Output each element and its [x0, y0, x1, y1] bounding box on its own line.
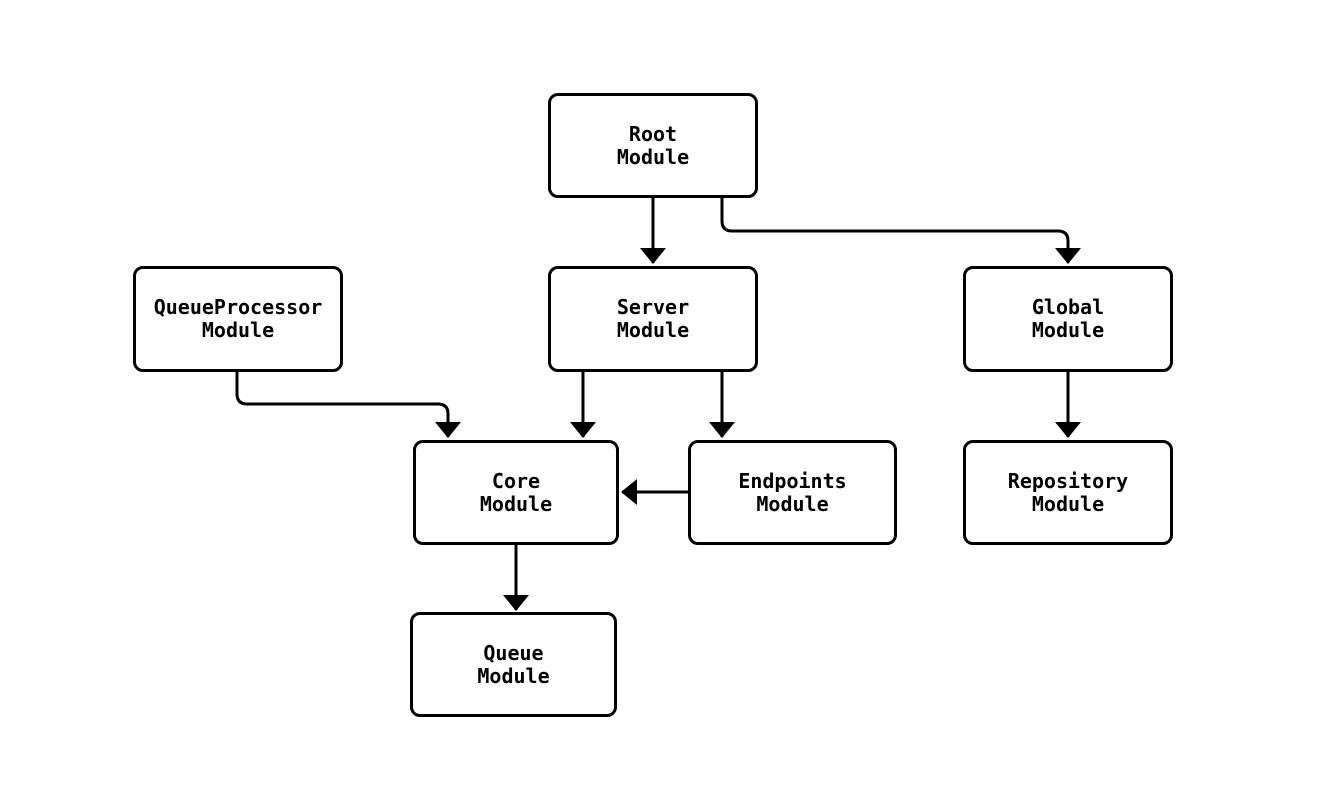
node-core-module: Core Module	[413, 440, 619, 545]
node-global-module-label: Global Module	[1031, 295, 1105, 342]
node-queue-module-label: Queue Module	[477, 640, 550, 688]
node-queueprocessor-module: QueueProcessor Module	[133, 266, 343, 372]
node-server-module-label: Server Module	[616, 295, 690, 342]
node-server-module: Server Module	[548, 266, 758, 372]
edge-queueprocessor-to-core	[235, 372, 461, 438]
node-queueprocessor-module-label: QueueProcessor Module	[153, 295, 323, 342]
node-core-module-label: Core Module	[479, 468, 553, 516]
node-queue-module: Queue Module	[410, 612, 617, 717]
node-endpoints-module: Endpoints Module	[688, 440, 897, 545]
node-endpoints-module-label: Endpoints Module	[738, 468, 847, 516]
node-repository-module: Repository Module	[963, 440, 1173, 545]
node-root-module-label: Root Module	[616, 121, 690, 169]
node-root-module: Root Module	[548, 93, 758, 198]
edge-root-to-global	[720, 198, 1081, 264]
node-global-module: Global Module	[963, 266, 1173, 372]
node-repository-module-label: Repository Module	[1007, 468, 1129, 516]
